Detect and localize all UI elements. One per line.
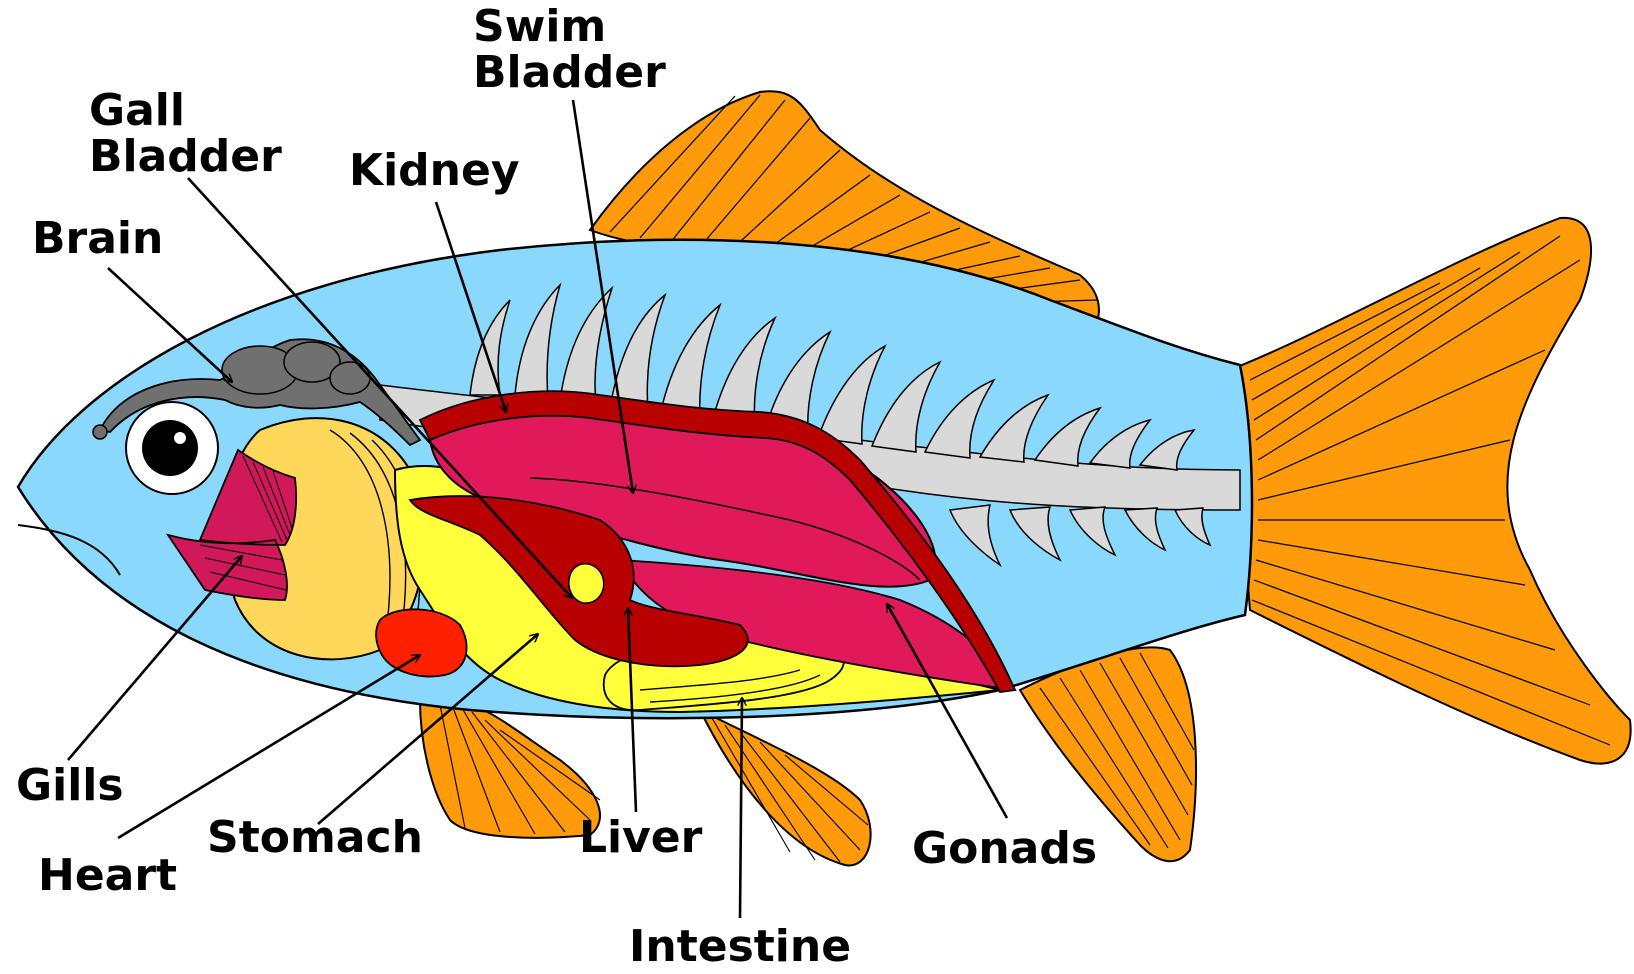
label-brain: Brain [32,216,163,262]
label-swim-bladder-line-2: Bladder [473,50,666,96]
label-stomach: Stomach [207,815,423,861]
pelvic-fin [700,710,871,865]
pointer-heart [118,655,420,838]
label-liver: Liver [579,815,702,861]
label-gall-bladder: Gall Bladder [89,88,282,180]
label-intestine: Intestine [629,924,851,970]
tail-fin [1230,218,1631,764]
gall-bladder [569,564,604,603]
label-kidney: Kidney [349,148,520,194]
label-heart: Heart [38,853,177,899]
label-gills: Gills [16,763,124,809]
eye [126,402,218,494]
label-swim-bladder-line-1: Swim [473,4,666,50]
pectoral-fin [420,698,600,838]
label-swim-bladder: Swim Bladder [473,4,666,96]
label-gall-bladder-line-2: Bladder [89,134,282,180]
label-gall-bladder-line-1: Gall [89,88,282,134]
label-gonads: Gonads [912,826,1097,872]
